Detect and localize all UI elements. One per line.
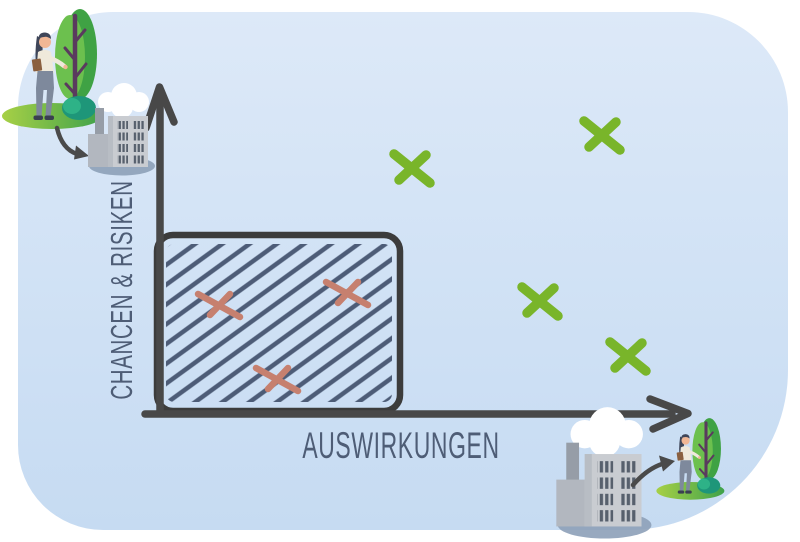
green-cross-mark (517, 282, 563, 321)
factory-illustration-bottom-right (556, 407, 652, 539)
curved-arrow-bottom-right (630, 455, 675, 488)
y-axis-arrow (142, 83, 178, 416)
y-axis-label: CHANCEN & RISIKEN (104, 180, 139, 400)
green-cross-mark (389, 149, 435, 188)
person-tree-illustration-top-left (2, 9, 102, 129)
curved-arrow-top-left (54, 125, 89, 160)
orange-cross-mark (194, 290, 244, 321)
green-cross-mark (579, 116, 625, 155)
x-axis-label: AUSWIRKUNGEN (302, 425, 500, 466)
factory-illustration-top-left (88, 83, 155, 176)
orange-cross-mark (252, 364, 302, 395)
marks-layer (194, 116, 651, 395)
orange-cross-mark (322, 278, 372, 309)
green-cross-mark (605, 337, 651, 376)
x-axis-arrow (141, 395, 692, 433)
